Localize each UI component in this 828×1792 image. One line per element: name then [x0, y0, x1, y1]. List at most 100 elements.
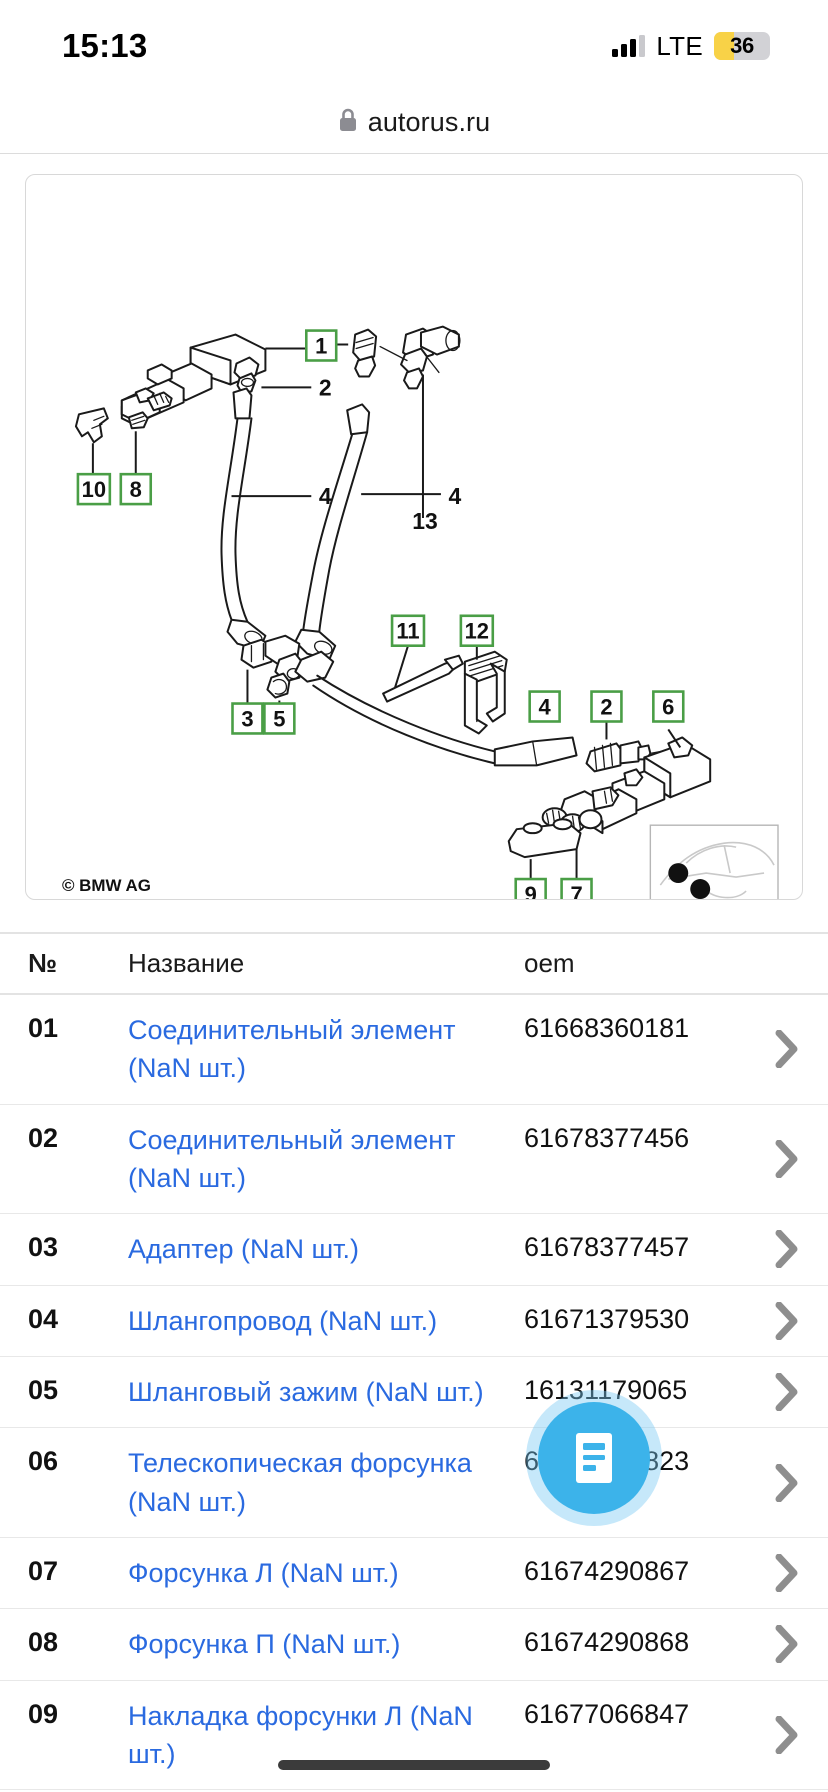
document-list-icon: [576, 1433, 612, 1483]
row-number: 02: [28, 1122, 59, 1153]
row-chevron-button[interactable]: [754, 1139, 800, 1178]
chevron-right-icon: [775, 1625, 798, 1664]
diagram-callout-2[interactable]: 2: [590, 690, 623, 723]
lock-icon: [338, 107, 358, 138]
row-chevron-button[interactable]: [754, 1554, 800, 1593]
table-header-row: № Название oem: [0, 932, 828, 995]
diagram-part-8: [120, 387, 173, 475]
diagram-part-4-long: [294, 650, 578, 767]
row-part-name-link[interactable]: Накладка форсунки Л (NaN шт.): [128, 1700, 473, 1769]
page-content: .ln { fill:none; stroke:#1a1a1a; stroke-…: [0, 174, 828, 1792]
diagram-callout-1[interactable]: 1: [305, 329, 338, 362]
row-part-name-link[interactable]: Соединительный элемент (NaN шт.): [128, 1015, 456, 1084]
row-number: 06: [28, 1446, 59, 1477]
row-chevron-button[interactable]: [754, 1625, 800, 1664]
diagram-callout-12[interactable]: 12: [459, 614, 495, 647]
row-chevron-button[interactable]: [754, 1301, 800, 1340]
row-number: 07: [28, 1555, 59, 1586]
diagram-callout-3[interactable]: 3: [231, 702, 264, 735]
row-number: 09: [28, 1698, 59, 1729]
row-number: 08: [28, 1627, 59, 1658]
callout-label: 8: [130, 477, 142, 502]
diagram-part-4-left: [220, 387, 267, 651]
callout-label: 10: [82, 477, 106, 502]
callout-label: 5: [273, 706, 285, 731]
table-header-oem: oem: [524, 948, 575, 978]
chevron-right-icon: [775, 1301, 798, 1340]
row-part-name-link[interactable]: Форсунка П (NaN шт.): [128, 1629, 401, 1660]
table-row[interactable]: 07 Форсунка Л (NaN шт.) 61674290867: [0, 1538, 828, 1610]
diagram-callout-6[interactable]: 6: [652, 690, 685, 723]
diagram-callout-4[interactable]: 4: [528, 690, 561, 723]
row-oem-number: 61671379530: [524, 1303, 690, 1334]
row-number: 03: [28, 1232, 59, 1263]
row-chevron-button[interactable]: [754, 1373, 800, 1412]
diagram-label-4a: 4: [319, 483, 332, 509]
chevron-right-icon: [775, 1463, 798, 1502]
status-bar-indicators: LTE 36: [612, 31, 770, 62]
parts-diagram[interactable]: .ln { fill:none; stroke:#1a1a1a; stroke-…: [25, 174, 803, 900]
row-chevron-button[interactable]: [754, 1463, 800, 1502]
table-row[interactable]: 01 Соединительный элемент (NaN шт.) 616683…: [0, 995, 828, 1105]
row-part-name-link[interactable]: Форсунка Л (NaN шт.): [128, 1557, 399, 1588]
chevron-right-icon: [775, 1230, 798, 1269]
battery-indicator: 36: [714, 32, 770, 60]
parts-diagram-svg: .ln { fill:none; stroke:#1a1a1a; stroke-…: [62, 325, 779, 899]
callout-label: 3: [241, 706, 253, 731]
network-type-label: LTE: [656, 30, 703, 61]
table-header-number: №: [28, 948, 57, 978]
callout-label: 1: [315, 334, 327, 359]
row-chevron-button[interactable]: [754, 1030, 800, 1069]
row-part-name-link[interactable]: Адаптер (NaN шт.): [128, 1234, 360, 1265]
row-part-name-link[interactable]: Соединительный элемент (NaN шт.): [128, 1124, 456, 1193]
row-oem-number: 61674290868: [524, 1627, 690, 1658]
diagram-label-2: 2: [319, 374, 332, 400]
row-chevron-button[interactable]: [754, 1230, 800, 1269]
diagram-callout-5[interactable]: 5: [263, 702, 296, 735]
diagram-part-13: [379, 325, 461, 519]
diagram-part-5: [266, 672, 291, 704]
diagram-callout-7[interactable]: 7: [560, 877, 593, 899]
floating-action-button[interactable]: [538, 1402, 650, 1514]
callout-label: 6: [662, 695, 674, 720]
diagram-callout-10[interactable]: 10: [76, 472, 112, 506]
browser-url-bar[interactable]: autorus.ru: [0, 92, 828, 154]
row-chevron-button[interactable]: [754, 1715, 800, 1754]
diagram-callout-8[interactable]: 8: [119, 472, 153, 506]
home-indicator: [278, 1760, 550, 1770]
diagram-copyright: © BMW AG: [62, 876, 151, 895]
signal-bars-icon: [612, 35, 646, 57]
chevron-right-icon: [775, 1554, 798, 1593]
row-number: 04: [28, 1303, 59, 1334]
row-number: 01: [28, 1013, 59, 1043]
row-part-name-link[interactable]: Шланговый зажим (NaN шт.): [128, 1376, 484, 1407]
table-row[interactable]: 08 Форсунка П (NaN шт.) 61674290868: [0, 1609, 828, 1681]
status-bar-time: 15:13: [62, 27, 148, 64]
diagram-callout-9[interactable]: 9: [514, 877, 547, 899]
callout-label: 12: [465, 619, 489, 644]
row-part-name-link[interactable]: Телескопическая форсунка (NaN шт.): [128, 1448, 472, 1517]
diagram-part-11: [382, 645, 464, 703]
row-part-name-link[interactable]: Шлангопровод (NaN шт.): [128, 1305, 438, 1336]
diagram-callout-11[interactable]: 11: [390, 614, 426, 647]
row-oem-number: 61668360181: [524, 1013, 690, 1043]
status-bar: 15:13 LTE 36: [0, 0, 828, 92]
diagram-part-10: [74, 407, 109, 475]
diagram-part-12: [463, 645, 508, 735]
diagram-part-4-right: [294, 403, 371, 661]
diagram-part-9: [507, 818, 582, 880]
row-oem-number: 61674290867: [524, 1555, 690, 1586]
row-number: 05: [28, 1374, 59, 1405]
callout-label: 2: [600, 695, 612, 720]
callout-label: 4: [539, 695, 552, 720]
table-row[interactable]: 04 Шлангопровод (NaN шт.) 61671379530: [0, 1286, 828, 1357]
diagram-label-13: 13: [412, 508, 438, 534]
battery-fill: [714, 32, 735, 60]
